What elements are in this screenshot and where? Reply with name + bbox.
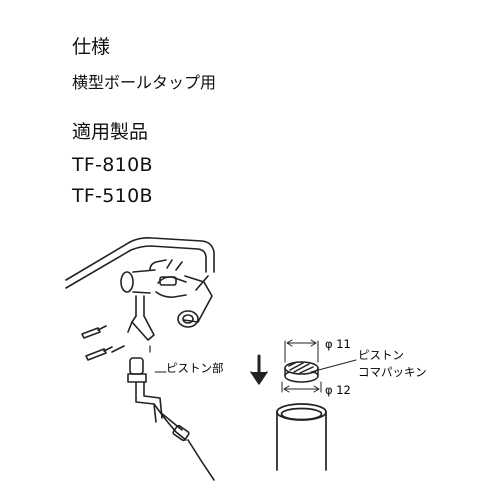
packing-label-line1: ピストン: [358, 348, 404, 362]
spec-value: 横型ボールタップ用: [72, 73, 217, 92]
model-item: TF-810B: [72, 154, 153, 176]
piston-part-label: ピストン部: [166, 361, 224, 375]
arm-pieces: [81, 325, 125, 361]
packing-label-line2: コマパッキン: [358, 365, 427, 379]
dimension-lines: [281, 339, 357, 393]
piston-part: [127, 345, 215, 481]
cylinder-body: [276, 403, 327, 471]
spec-heading: 仕様: [72, 36, 111, 58]
down-arrow-icon: [250, 354, 268, 385]
models-heading: 適用製品: [72, 121, 149, 143]
model-item: TF-510B: [72, 185, 153, 207]
piston-packing: [284, 361, 319, 383]
dimension-top-label: φ 11: [325, 337, 351, 351]
dimension-bottom-label: φ 12: [325, 383, 351, 397]
tank-edge: [65, 237, 215, 289]
ball-tap-assembly: [120, 259, 213, 341]
